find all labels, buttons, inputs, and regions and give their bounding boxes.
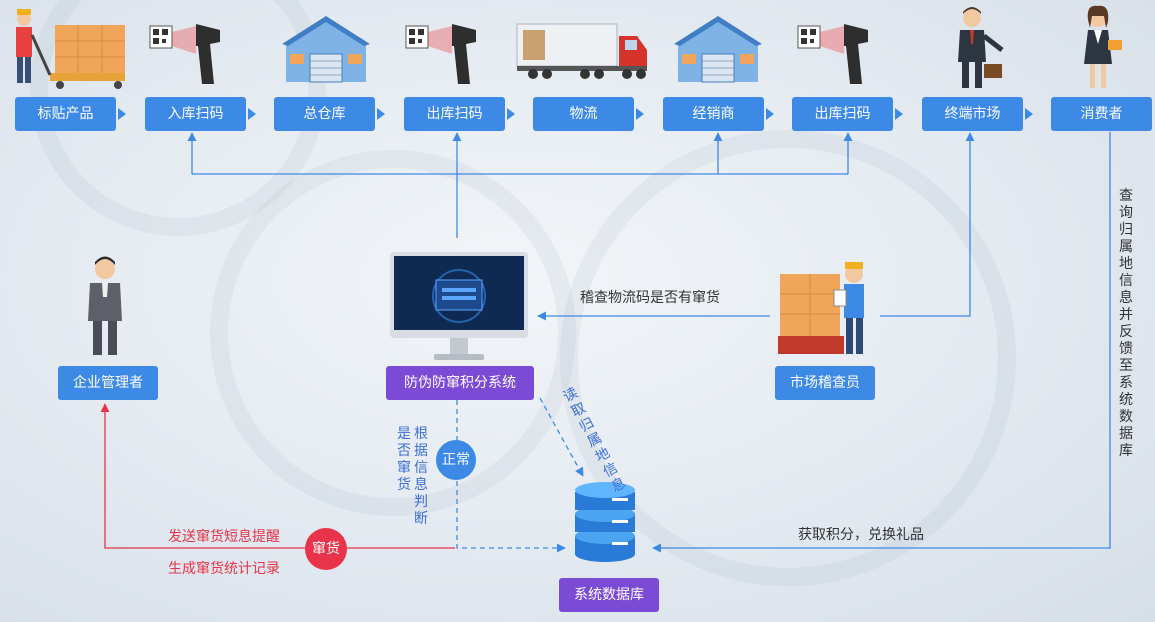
normal-badge: 正常 <box>436 440 476 480</box>
flow-arrow <box>766 108 774 120</box>
warehouse-icon <box>282 16 370 83</box>
manager-node: 企业管理者 <box>58 366 158 400</box>
flow-arrow <box>895 108 903 120</box>
line-system-database <box>539 397 584 477</box>
line-inspector-market <box>880 132 975 317</box>
label-send-sms: 发送窜货短息提醒 <box>168 529 280 545</box>
flow-step-consumer: 消费者 <box>1051 97 1152 131</box>
system-node: 防伪防窜积分系统 <box>386 366 534 400</box>
flow-arrow <box>507 108 515 120</box>
flow-step-outbound-scan: 出库扫码 <box>404 97 505 131</box>
inspector-figure-icon <box>778 262 864 354</box>
flow-step-main-warehouse: 总仓库 <box>274 97 375 131</box>
businessman-icon <box>958 7 1004 88</box>
flow-arrow <box>248 108 256 120</box>
warehouse-icon <box>674 16 762 83</box>
monitor-icon <box>390 252 528 360</box>
database-icon <box>575 482 635 562</box>
consumer-woman-icon <box>1084 5 1122 88</box>
line-consumer-database <box>652 132 1111 553</box>
flow-arrow <box>118 108 126 120</box>
flow-step-inbound-scan: 入库扫码 <box>145 97 246 131</box>
flow-step-outbound-scan-2: 出库扫码 <box>792 97 893 131</box>
flow-step-label-product: 标贴产品 <box>15 97 116 131</box>
inspector-node: 市场稽查员 <box>775 366 875 400</box>
flow-step-distributor: 经销商 <box>663 97 764 131</box>
truck-icon <box>516 23 647 79</box>
flow-arrow <box>377 108 385 120</box>
label-judge-by-info: 根据信息判断 <box>414 426 428 527</box>
label-is-crossing: 是否窜货 <box>397 426 411 493</box>
manager-figure-icon <box>88 256 122 355</box>
line-judgment <box>456 400 566 553</box>
flow-arrow <box>1025 108 1033 120</box>
flow-step-terminal-market: 终端市场 <box>922 97 1023 131</box>
label-inspect-check: 稽查物流码是否有窜货 <box>580 290 720 306</box>
database-node: 系统数据库 <box>559 578 659 612</box>
barcode-scanner-icon <box>797 24 868 84</box>
label-query-feedback: 查询归属地信息并反馈至系统数据库 <box>1119 188 1133 459</box>
flow-arrow <box>636 108 644 120</box>
flow-step-logistics: 物流 <box>533 97 634 131</box>
worker-pallet-icon <box>16 9 125 89</box>
crossing-badge: 窜货 <box>305 528 347 570</box>
barcode-scanner-icon <box>149 24 220 84</box>
label-gen-record: 生成窜货统计记录 <box>168 561 280 577</box>
label-earn-points: 获取积分，兑换礼品 <box>798 527 924 543</box>
barcode-scanner-icon <box>405 24 476 84</box>
